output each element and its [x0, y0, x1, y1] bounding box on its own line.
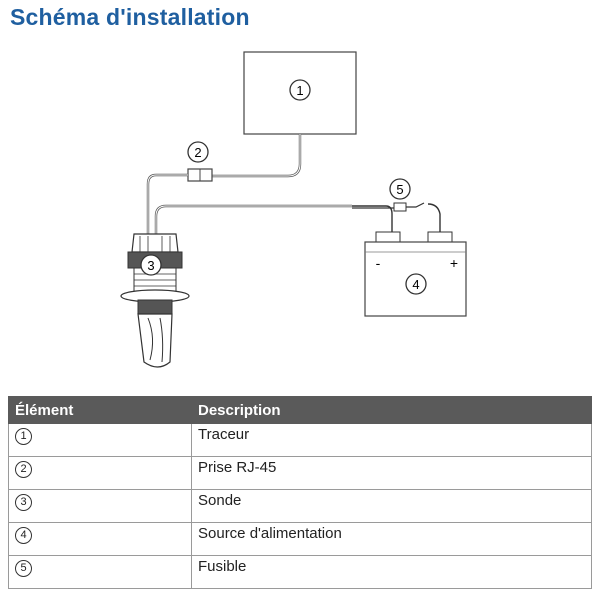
item-description: Fusible [191, 555, 592, 589]
callout-3: 3 [147, 258, 154, 273]
table-row: 2 Prise RJ-45 [8, 456, 592, 490]
callout-circle-4 [405, 273, 427, 295]
table-row: 4 Source d'alimentation [8, 522, 592, 556]
table-row: 1 Traceur [8, 423, 592, 457]
item-number: 4 [15, 527, 32, 544]
callout-circle-1 [289, 79, 311, 101]
callout-5: 5 [396, 182, 403, 197]
components-table: Élément Description 1 Traceur 2 Prise RJ… [8, 396, 592, 589]
callout-circle-5 [389, 178, 411, 200]
callout-circle-3 [140, 254, 162, 276]
table-row: 3 Sonde [8, 489, 592, 523]
callout-1: 1 [296, 83, 303, 98]
callout-circle-2 [187, 141, 209, 163]
item-number: 2 [15, 461, 32, 478]
item-description: Traceur [191, 423, 592, 457]
transducer [120, 233, 190, 368]
plotter-cable [212, 134, 302, 178]
power-cable [154, 204, 352, 236]
header-description: Description [191, 396, 592, 424]
callout-2: 2 [194, 145, 201, 160]
item-description: Sonde [191, 489, 592, 523]
item-description: Source d'alimentation [191, 522, 592, 556]
header-element: Élément [8, 396, 192, 424]
fuse [393, 202, 407, 212]
item-number: 3 [15, 494, 32, 511]
battery-plus: + [450, 255, 458, 271]
item-number: 5 [15, 560, 32, 577]
installation-diagram: 1 2 5 - + 4 [120, 51, 467, 368]
table-row: 5 Fusible [8, 555, 592, 589]
page-title: Schéma d'installation [10, 4, 250, 30]
battery-minus: - [376, 255, 381, 271]
callout-4: 4 [412, 277, 419, 292]
table-header-row: Élément Description [8, 396, 592, 424]
item-description: Prise RJ-45 [191, 456, 592, 490]
item-number: 1 [15, 428, 32, 445]
